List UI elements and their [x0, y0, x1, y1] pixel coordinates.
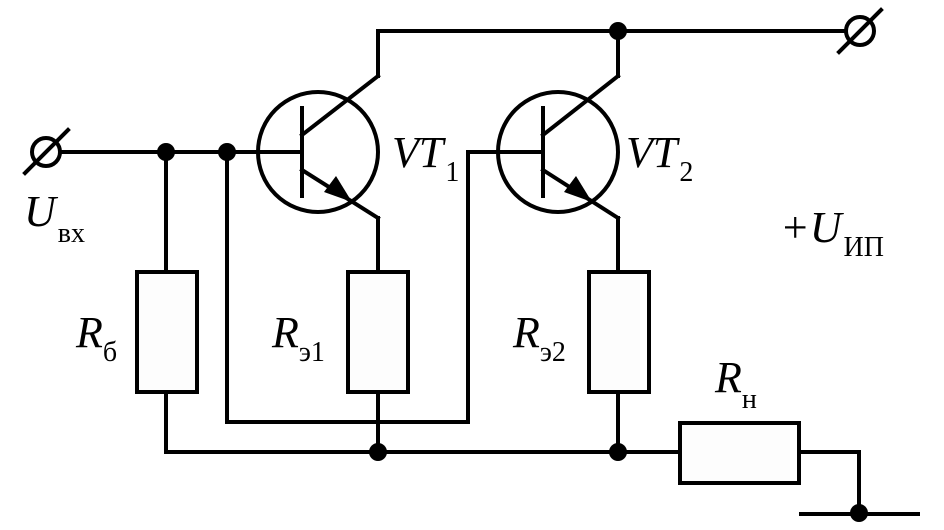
- load-ground-wire: [797, 450, 861, 514]
- label-r-e2: Rэ2: [512, 308, 566, 368]
- emitter-arrow-icon: [564, 176, 592, 202]
- transistor-vt1: [256, 73, 381, 221]
- common-wire: [164, 390, 682, 454]
- label-u-supply: +UИП: [780, 203, 884, 263]
- label-u-in: Uвх: [24, 187, 85, 249]
- resistor-rb: [135, 270, 199, 394]
- transistor-vt2: [496, 73, 621, 221]
- resistor-rload: [678, 421, 801, 485]
- label-r-load: Rн: [714, 353, 757, 415]
- resistor-re2: [587, 270, 651, 394]
- label-vt1: VT1: [392, 128, 459, 188]
- supply-terminal: [836, 7, 884, 55]
- label-r-b: Rб: [75, 308, 117, 368]
- resistor-re1: [346, 270, 410, 394]
- wires: [58, 29, 920, 516]
- junction-dots: [157, 22, 868, 522]
- supply-wire: [376, 29, 848, 78]
- input-terminal: [22, 127, 71, 176]
- label-vt2: VT2: [626, 128, 693, 188]
- emitter-arrow-icon: [324, 176, 352, 202]
- vt2-base-wire: [225, 150, 545, 424]
- label-r-e1: Rэ1: [271, 308, 325, 368]
